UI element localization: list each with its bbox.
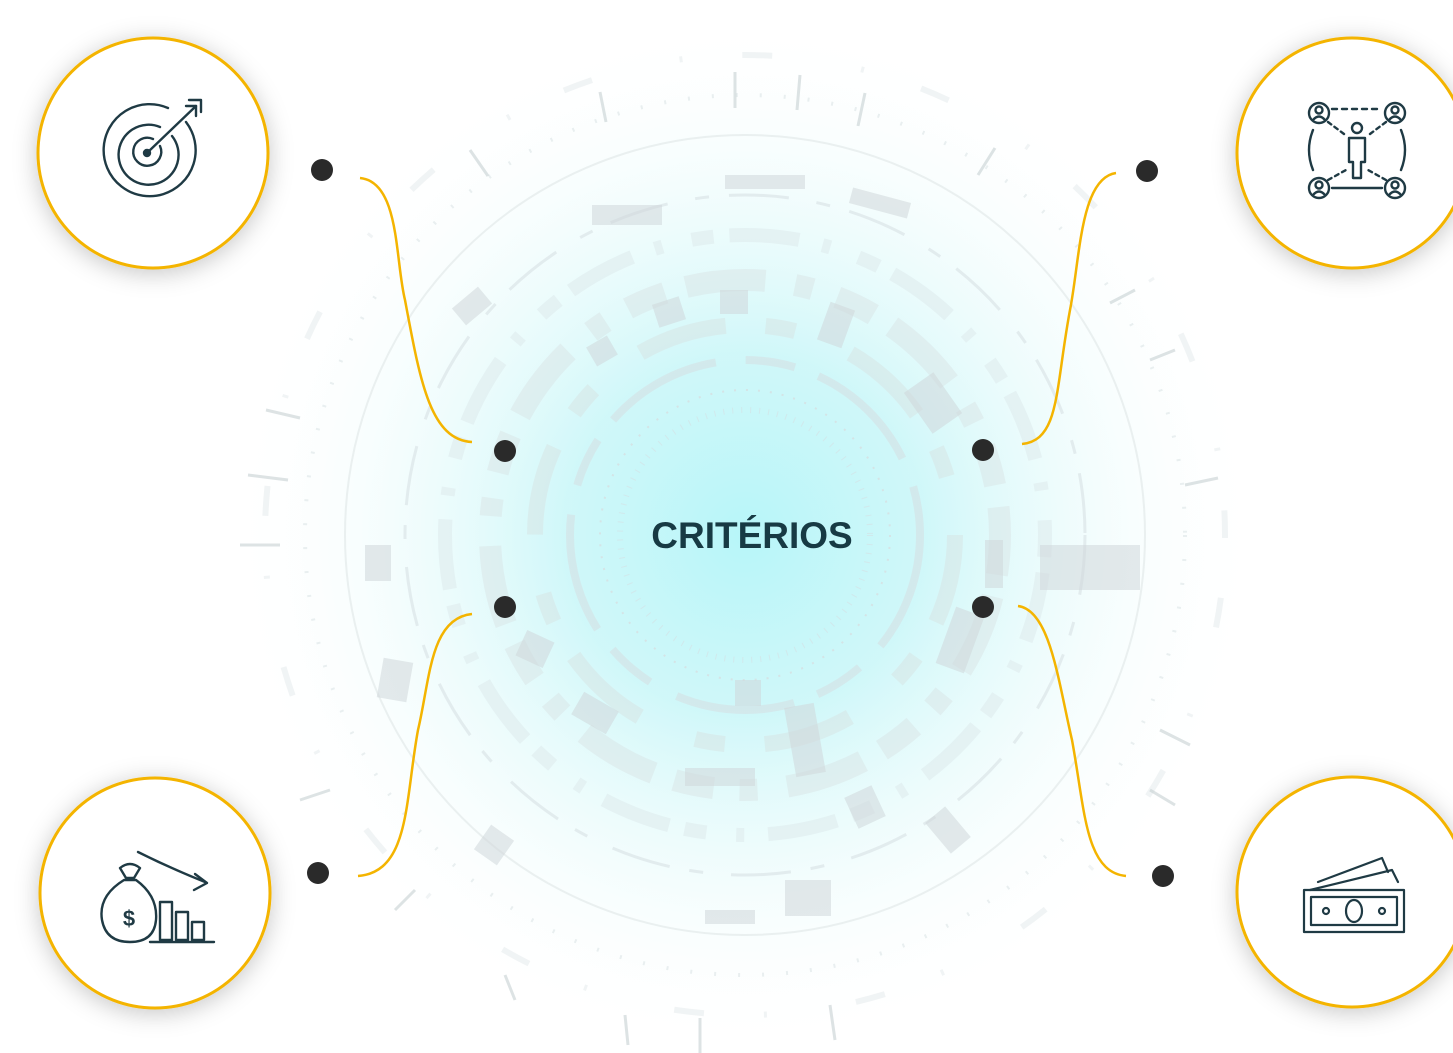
criterion-payment bbox=[1235, 775, 1453, 1009]
badge-circle bbox=[1235, 36, 1453, 270]
connector-bottom-right bbox=[1017, 604, 1127, 878]
connectors bbox=[357, 171, 1127, 878]
criterion-objective bbox=[36, 36, 270, 270]
hud-blocks bbox=[365, 175, 1140, 924]
badge-circle bbox=[36, 36, 270, 270]
node-dot bbox=[1136, 160, 1158, 182]
node-dot bbox=[494, 596, 516, 618]
connector-bottom-left bbox=[357, 612, 473, 878]
node-dot bbox=[494, 440, 516, 462]
team-network-icon bbox=[1307, 101, 1407, 200]
badge-circle bbox=[1235, 775, 1453, 1009]
cash-banknote-icon bbox=[1302, 856, 1406, 934]
money-bag-decline-chart-icon: $ bbox=[100, 850, 216, 944]
connector-top-left bbox=[359, 176, 473, 444]
criterion-cost: $ bbox=[38, 776, 272, 1010]
node-dot bbox=[307, 862, 329, 884]
node-dot bbox=[1152, 865, 1174, 887]
connector-top-right bbox=[1021, 171, 1117, 446]
target-arrow-icon bbox=[102, 98, 203, 198]
center-title: CRITÉRIOS bbox=[651, 515, 852, 556]
node-dots bbox=[307, 159, 1174, 887]
badge-circle bbox=[38, 776, 272, 1010]
node-dot bbox=[311, 159, 333, 181]
node-dot bbox=[972, 439, 994, 461]
hud-decoration bbox=[262, 52, 1228, 1018]
center-glow bbox=[225, 15, 1265, 1053]
svg-text:$: $ bbox=[123, 906, 135, 931]
hud-ticks bbox=[240, 72, 1219, 1053]
node-dot bbox=[972, 596, 994, 618]
criterion-people bbox=[1235, 36, 1453, 270]
